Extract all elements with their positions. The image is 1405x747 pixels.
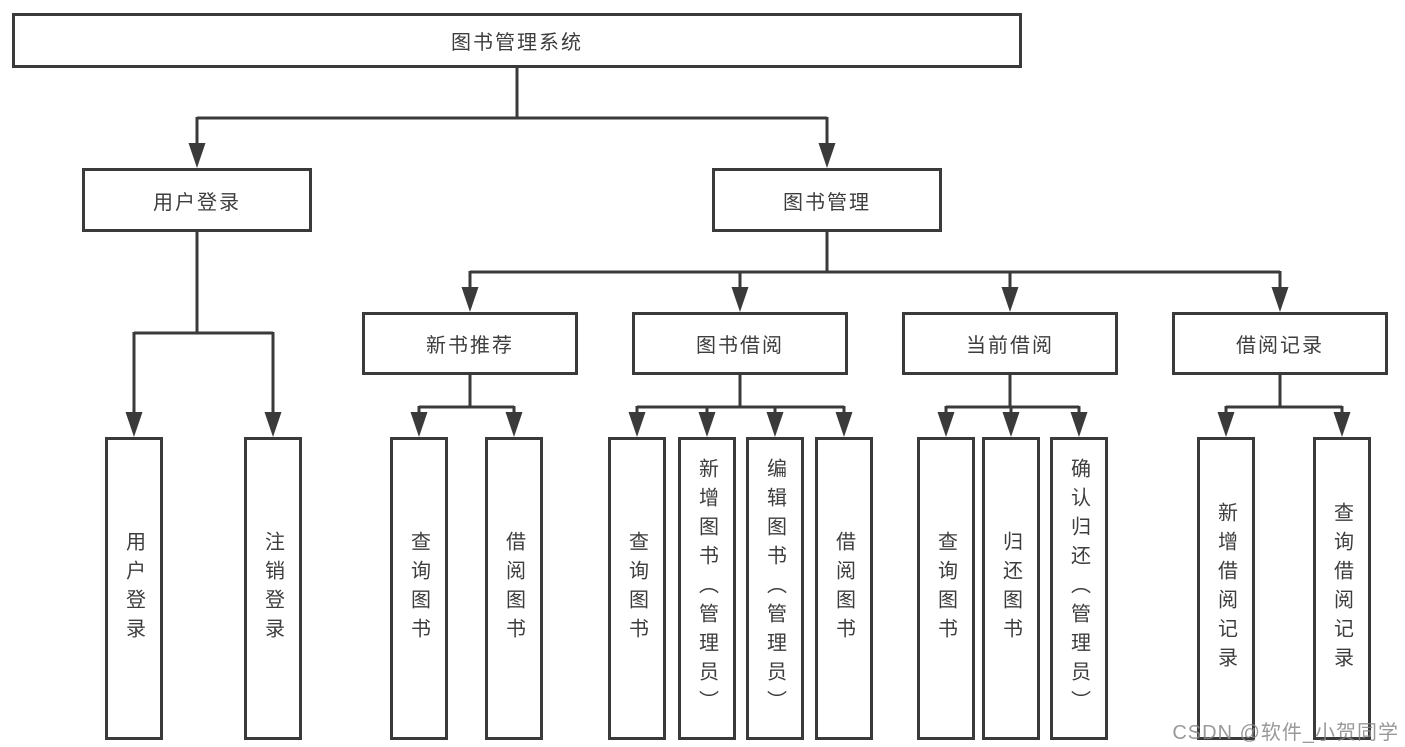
node-leaf-user-login: 用户登录 [105, 437, 163, 740]
node-leaf-edit-books-admin: 编辑图书（管理员） [746, 437, 804, 740]
node-new-book-recommend: 新书推荐 [362, 312, 578, 375]
node-leaf-borrow-books-borrowing: 借阅图书 [815, 437, 873, 740]
node-book-borrowing: 图书借阅 [632, 312, 848, 375]
node-leaf-query-books-recommend: 查询图书 [390, 437, 448, 740]
node-current-borrowing: 当前借阅 [902, 312, 1118, 375]
node-borrowing-records: 借阅记录 [1172, 312, 1388, 375]
node-book-management: 图书管理 [712, 168, 942, 232]
node-leaf-return-books: 归还图书 [982, 437, 1040, 740]
node-leaf-query-books-current: 查询图书 [917, 437, 975, 740]
node-leaf-query-books-borrowing: 查询图书 [608, 437, 666, 740]
node-leaf-add-books-admin: 新增图书（管理员） [678, 437, 736, 740]
node-user-login: 用户登录 [82, 168, 312, 232]
node-leaf-borrow-books-recommend: 借阅图书 [485, 437, 543, 740]
node-leaf-logout: 注销登录 [244, 437, 302, 740]
node-leaf-add-borrow-record: 新增借阅记录 [1197, 437, 1255, 740]
arrowheads [125, 143, 1351, 437]
node-leaf-confirm-return-admin: 确认归还（管理员） [1050, 437, 1108, 740]
node-leaf-query-borrow-record: 查询借阅记录 [1313, 437, 1371, 740]
csdn-watermark: CSDN @软件_小贺同学 [1172, 722, 1399, 744]
node-library-management-system: 图书管理系统 [12, 13, 1022, 68]
